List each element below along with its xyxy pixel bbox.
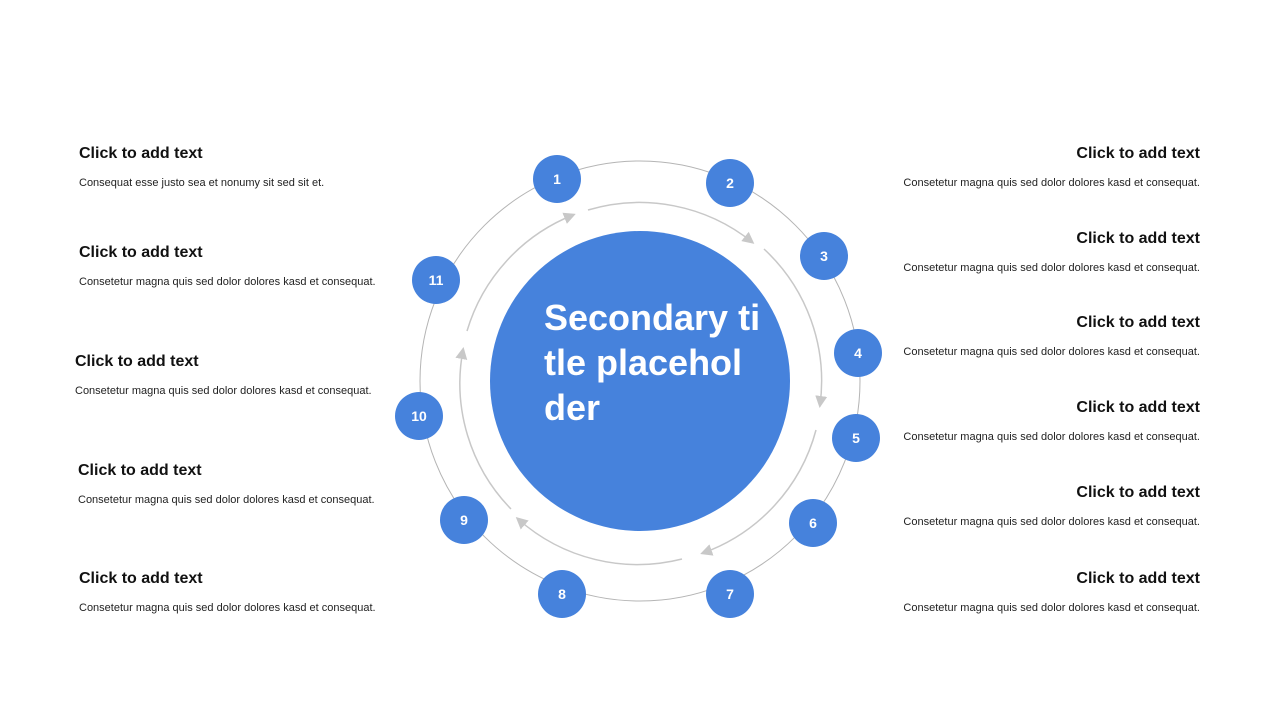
- block-title[interactable]: Click to add text: [79, 244, 203, 261]
- block-desc[interactable]: Consetetur magna quis sed dolor dolores …: [79, 602, 376, 614]
- step-node-5: 5: [832, 414, 880, 462]
- cycle-arrow: [587, 201, 755, 244]
- block-desc[interactable]: Consetetur magna quis sed dolor dolores …: [78, 494, 375, 506]
- step-node-7: 7: [706, 570, 754, 618]
- block-title[interactable]: Click to add text: [1076, 484, 1200, 501]
- center-circle: [490, 231, 790, 531]
- step-node-2: 2: [706, 159, 754, 207]
- block-title[interactable]: Click to add text: [1076, 230, 1200, 247]
- cycle-arrow: [515, 517, 683, 566]
- block-title[interactable]: Click to add text: [1076, 314, 1200, 331]
- step-node-11: 11: [412, 256, 460, 304]
- block-desc[interactable]: Consetetur magna quis sed dolor dolores …: [903, 346, 1200, 358]
- block-desc[interactable]: Consetetur magna quis sed dolor dolores …: [75, 385, 372, 397]
- center-title[interactable]: Secondary title placeholder: [544, 297, 761, 428]
- block-desc[interactable]: Consetetur magna quis sed dolor dolores …: [903, 262, 1200, 274]
- step-node-3: 3: [800, 232, 848, 280]
- block-desc[interactable]: Consetetur magna quis sed dolor dolores …: [903, 602, 1200, 614]
- block-desc[interactable]: Consetetur magna quis sed dolor dolores …: [903, 177, 1200, 189]
- block-desc[interactable]: Consetetur magna quis sed dolor dolores …: [903, 516, 1200, 528]
- step-node-6: 6: [789, 499, 837, 547]
- cycle-arrow: [466, 212, 576, 332]
- block-desc[interactable]: Consetetur magna quis sed dolor dolores …: [79, 276, 376, 288]
- cycle-arrow: [455, 347, 512, 510]
- block-title[interactable]: Click to add text: [78, 462, 202, 479]
- outer-ring: [419, 160, 861, 602]
- cycle-arrow: [700, 429, 817, 556]
- step-node-1: 1: [533, 155, 581, 203]
- step-node-4: 4: [834, 329, 882, 377]
- block-title[interactable]: Click to add text: [1076, 399, 1200, 416]
- block-title[interactable]: Click to add text: [75, 353, 199, 370]
- cycle-arrow: [763, 248, 828, 408]
- block-desc[interactable]: Consequat esse justo sea et nonumy sit s…: [79, 177, 325, 189]
- step-node-9: 9: [440, 496, 488, 544]
- block-title[interactable]: Click to add text: [1076, 570, 1200, 587]
- step-node-10: 10: [395, 392, 443, 440]
- block-title[interactable]: Click to add text: [79, 145, 203, 162]
- block-title[interactable]: Click to add text: [1076, 145, 1200, 162]
- block-desc[interactable]: Consetetur magna quis sed dolor dolores …: [903, 431, 1200, 443]
- step-node-8: 8: [538, 570, 586, 618]
- block-title[interactable]: Click to add text: [79, 570, 203, 587]
